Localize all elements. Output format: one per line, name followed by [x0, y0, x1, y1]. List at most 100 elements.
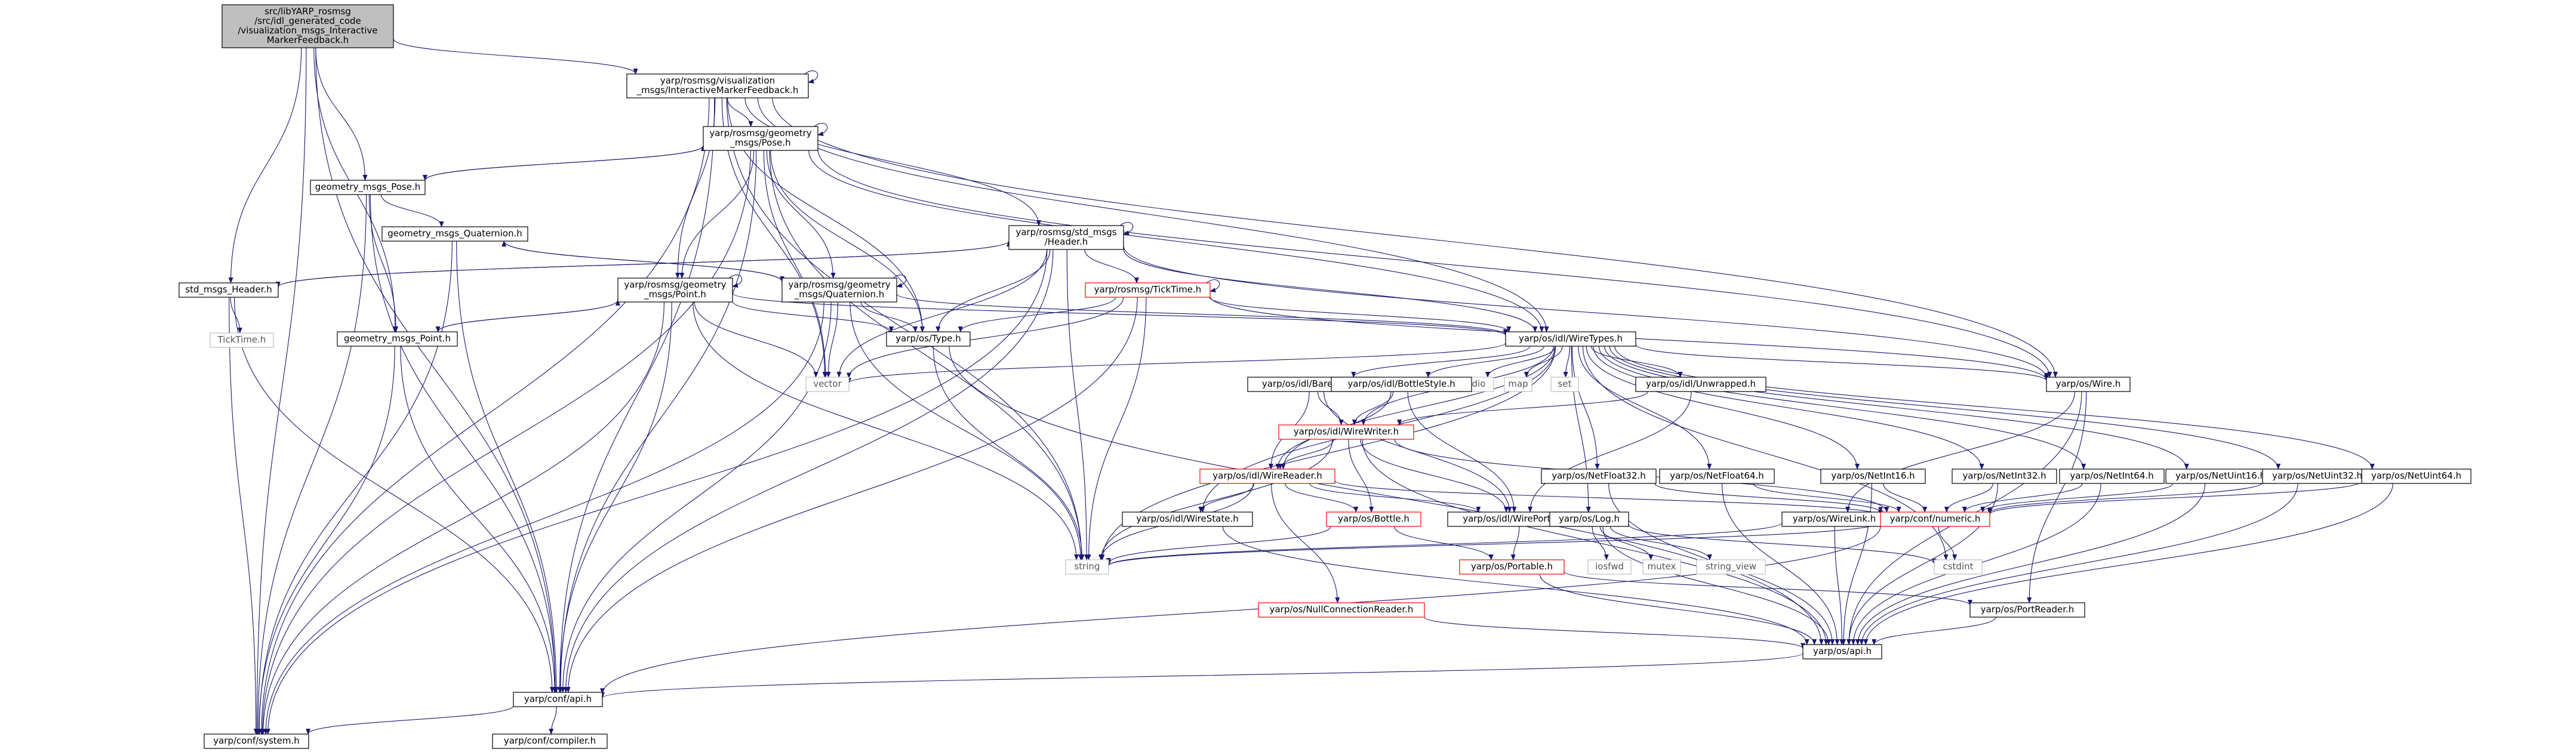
node-label: set	[1558, 378, 1572, 389]
node-wirelink[interactable]: yarp/os/WireLink.h	[1781, 511, 1887, 527]
edge-gm_pose_h-to-gm_quat_h	[380, 194, 444, 227]
node-ostype[interactable]: yarp/os/Type.h	[886, 331, 971, 347]
node-label: yarp/os/NetUint64.h	[2371, 470, 2461, 481]
node-wiretypes[interactable]: yarp/os/idl/WireTypes.h	[1505, 331, 1636, 347]
node-string_view[interactable]: string_view	[1696, 559, 1766, 575]
edge-imf-to-confapi	[557, 97, 715, 693]
edge-gmquat-to-wiretypes	[896, 293, 1508, 335]
edge-gmquat-to-gm_quat_h	[501, 241, 783, 282]
node-box	[2361, 469, 2472, 484]
node-netfloat64[interactable]: yarp/os/NetFloat64.h	[1659, 469, 1775, 484]
node-netuint16[interactable]: yarp/os/NetUint16.h	[2165, 469, 2276, 484]
edge-netuint16-to-numeric	[1980, 483, 2174, 513]
edge-imf-to-imf	[804, 70, 818, 84]
node-netfloat32[interactable]: yarp/os/NetFloat32.h	[1541, 469, 1657, 484]
node-label: _msgs/Quaternion.h	[794, 289, 884, 300]
node-gm_pose_h[interactable]: geometry_msgs_Pose.h	[310, 180, 426, 195]
edge-gmpose-to-gmpose	[814, 123, 828, 137]
edge-gmpose-to-confapi	[558, 150, 757, 693]
node-box	[1934, 559, 1983, 575]
node-cstdint[interactable]: cstdint	[1934, 559, 1983, 575]
node-nullconn[interactable]: yarp/os/NullConnectionReader.h	[1258, 602, 1425, 618]
node-rosticktime[interactable]: yarp/rosmsg/TickTime.h	[1085, 282, 1211, 298]
node-gmquat[interactable]: yarp/rosmsg/geometry_msgs/Quaternion.h	[781, 278, 897, 303]
node-wirestate[interactable]: yarp/os/idl/WireState.h	[1122, 511, 1253, 527]
edge-wiretypes-to-netint32	[1593, 346, 1984, 470]
edge-root-to-confsystem	[254, 47, 307, 735]
node-bottle[interactable]: yarp/os/Bottle.h	[1326, 511, 1421, 527]
edge-portreader-to-osapi	[1872, 617, 1996, 645]
edge-rosticktime-to-rosticktime	[1206, 279, 1220, 293]
node-std_hdr_h[interactable]: std_msgs_Header.h	[178, 282, 279, 298]
node-gmpoint[interactable]: yarp/rosmsg/geometry_msgs/Point.h	[617, 278, 733, 303]
node-label: yarp/os/NetUint16.h	[2175, 470, 2266, 481]
node-gm_point_h[interactable]: geometry_msgs_Point.h	[337, 331, 458, 347]
node-label: yarp/conf/api.h	[524, 694, 592, 704]
edge-wirewriter-to-bottle	[1348, 439, 1374, 513]
node-label: string	[1074, 561, 1100, 572]
node-string[interactable]: string	[1065, 559, 1109, 575]
node-unwrapped[interactable]: yarp/os/idl/Unwrapped.h	[1635, 377, 1766, 392]
node-netuint64[interactable]: yarp/os/NetUint64.h	[2361, 469, 2472, 484]
edge-netuint16-to-osapi	[1855, 483, 2206, 645]
edge-wirereader-to-bottle	[1285, 483, 1359, 513]
edge-stdhdr-to-rosticktime	[1084, 249, 1139, 283]
edge-bottle-to-portable	[1394, 526, 1494, 560]
node-box	[1331, 377, 1472, 392]
node-root[interactable]: src/libYARP_rosmsg/src/idl_generated_cod…	[221, 4, 394, 48]
edge-netint16-to-osapi	[1841, 483, 1872, 645]
node-map[interactable]: map	[1504, 377, 1532, 392]
node-box	[626, 73, 809, 98]
node-box	[1258, 602, 1425, 618]
node-label: yarp/os/NullConnectionReader.h	[1270, 604, 1414, 615]
node-numeric[interactable]: yarp/conf/numeric.h	[1880, 511, 1990, 527]
node-wirewriter[interactable]: yarp/os/idl/WireWriter.h	[1278, 424, 1414, 440]
node-osapi[interactable]: yarp/os/api.h	[1802, 644, 1882, 659]
edge-wirewriter-to-wirereader	[1278, 439, 1334, 470]
node-netuint32[interactable]: yarp/os/NetUint32.h	[2262, 469, 2372, 484]
node-oswire[interactable]: yarp/os/Wire.h	[2046, 377, 2131, 392]
node-ticktime_h[interactable]: TickTime.h	[210, 332, 274, 348]
edge-oslog-to-mutex	[1599, 526, 1654, 560]
node-gmpose[interactable]: yarp/rosmsg/geometry_msgs/Pose.h	[703, 126, 818, 151]
node-iosfwd[interactable]: iosfwd	[1587, 559, 1632, 575]
node-label: yarp/rosmsg/geometry	[624, 279, 726, 290]
node-bottlestyle[interactable]: yarp/os/idl/BottleStyle.h	[1331, 377, 1472, 392]
node-netint16[interactable]: yarp/os/NetInt16.h	[1820, 469, 1926, 484]
node-wirereader[interactable]: yarp/os/idl/WireReader.h	[1199, 469, 1335, 484]
node-box	[2262, 469, 2372, 484]
edge-oslog-to-cstdint	[1628, 524, 1937, 565]
node-box	[1820, 469, 1926, 484]
node-box	[1781, 511, 1887, 527]
node-label: yarp/os/WireLink.h	[1793, 513, 1876, 524]
node-portreader[interactable]: yarp/os/PortReader.h	[1969, 602, 2085, 618]
node-imf[interactable]: yarp/rosmsg/visualization_msgs/Interacti…	[626, 73, 809, 98]
node-label: yarp/os/Wire.h	[2056, 378, 2121, 389]
edge-portable-to-osapi	[1539, 574, 1817, 645]
nodes-layer: src/libYARP_rosmsg/src/idl_generated_cod…	[178, 4, 2472, 749]
edge-wirelink-to-string	[1106, 522, 1783, 566]
node-label: _msgs/Pose.h	[730, 137, 790, 149]
node-gm_quat_h[interactable]: geometry_msgs_Quaternion.h	[381, 226, 528, 242]
node-confcompiler[interactable]: yarp/conf/compiler.h	[492, 733, 608, 749]
node-portable[interactable]: yarp/os/Portable.h	[1459, 559, 1565, 575]
edge-gmquat-to-string	[850, 301, 1084, 560]
node-label: yarp/os/NetUint32.h	[2272, 470, 2362, 481]
edge-root-to-imf	[393, 38, 638, 75]
edge-wiretypes-to-netint16	[1586, 346, 1860, 470]
node-box	[1587, 559, 1632, 575]
node-mutex[interactable]: mutex	[1642, 559, 1681, 575]
node-confsystem[interactable]: yarp/conf/system.h	[204, 733, 309, 749]
node-netint32[interactable]: yarp/os/NetInt32.h	[1952, 469, 2057, 484]
node-stdhdr[interactable]: yarp/rosmsg/std_msgs/Header.h	[1008, 225, 1124, 250]
edge-ostype-to-osapi	[949, 346, 1824, 645]
node-vector[interactable]: vector	[805, 377, 850, 392]
node-oslog[interactable]: yarp/os/Log.h	[1549, 511, 1629, 527]
node-confapi[interactable]: yarp/conf/api.h	[513, 692, 603, 707]
node-label: std_msgs_Header.h	[185, 284, 272, 295]
node-netint64[interactable]: yarp/os/NetInt64.h	[2059, 469, 2165, 484]
node-box	[513, 692, 603, 707]
node-set[interactable]: set	[1550, 377, 1579, 392]
edge-netfloat64-to-osapi	[1722, 483, 1840, 645]
